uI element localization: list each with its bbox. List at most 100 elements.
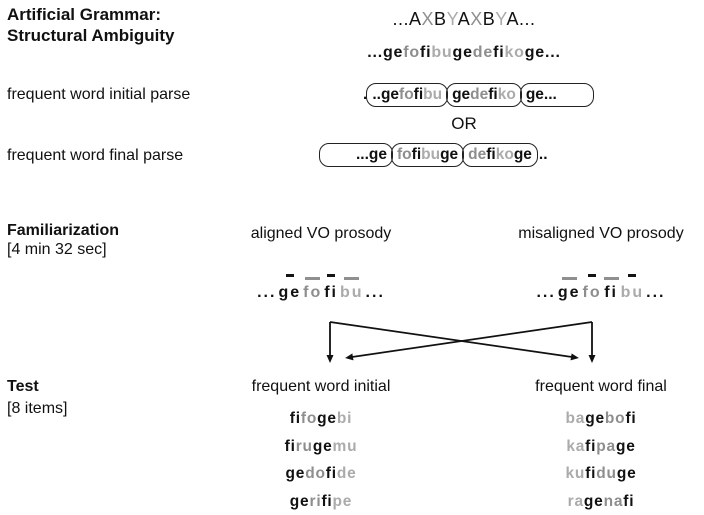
syllable: ...	[365, 284, 385, 301]
test-item: bagebofi	[476, 405, 704, 433]
prosody-unit: ...	[646, 274, 665, 302]
prosody-mark-slot	[583, 274, 602, 280]
prosody-unit: ...	[257, 274, 276, 302]
prosody-mark-slot	[366, 274, 385, 280]
syllable: ge	[616, 465, 637, 483]
syllable: do	[305, 465, 326, 483]
syllable: ...	[356, 146, 369, 163]
surface-syllable-sequence: ...gefofibugedefikoge...	[306, 44, 622, 62]
syllable: de	[468, 146, 487, 163]
prosody-unit: bu	[621, 274, 645, 302]
prosody-unit: ge	[278, 274, 301, 302]
syllable: A	[457, 9, 471, 29]
syllable: bu	[340, 284, 364, 301]
syllable: ri	[309, 492, 322, 510]
syllable: B	[434, 9, 447, 29]
syllable: du	[596, 465, 617, 483]
familiarization-duration: [4 min 32 sec]	[7, 241, 107, 258]
prosody-unit: fi	[324, 274, 338, 302]
test-item: gedofide	[196, 460, 446, 488]
syllable: fo	[303, 284, 323, 301]
long-gray-pitch-dash-icon	[561, 277, 577, 280]
syllable: ge	[525, 86, 544, 103]
test-item: gerifipe	[196, 488, 446, 515]
syllable: ..	[372, 86, 381, 103]
syllable: ge	[278, 284, 302, 301]
syllable: ge	[557, 284, 581, 301]
prosody-mark-slot	[340, 274, 364, 280]
syllable: pa	[596, 437, 616, 455]
familiarization-title: Familiarization	[7, 222, 120, 239]
syllable: A	[409, 9, 422, 29]
word-box: ...ge	[319, 143, 394, 167]
short-black-pitch-dash-icon	[327, 274, 336, 277]
syllable: ge	[285, 465, 306, 483]
short-black-pitch-dash-icon	[588, 274, 597, 277]
syllable: fi	[284, 437, 296, 455]
misaligned-prosody-column: misaligned VO prosody	[476, 224, 704, 243]
prosody-mark-slot	[278, 274, 301, 280]
syllable: fi	[486, 146, 496, 163]
prosody-mark-slot	[558, 274, 581, 280]
prosody-mark-slot	[324, 274, 338, 280]
syllable: ge	[524, 44, 545, 61]
prosody-mark-slot	[603, 274, 619, 280]
short-black-pitch-dash-icon	[628, 274, 637, 277]
test-item-count: [8 items]	[7, 400, 68, 417]
trailing-dots: ..	[538, 146, 548, 163]
syllable: X	[470, 9, 483, 29]
syllable: fi	[289, 410, 301, 427]
syllable: ge	[585, 410, 605, 427]
syllable: fi	[625, 410, 637, 427]
prosody-unit: fi	[603, 274, 619, 302]
test-initial-header: frequent word initial	[251, 378, 391, 395]
word-box: ge...	[519, 83, 594, 107]
syllable: ge	[289, 492, 310, 510]
syllable: bi	[336, 410, 353, 427]
syllable: ge	[317, 410, 337, 427]
grammar-title-line2: Structural Ambiguity	[7, 26, 175, 45]
syllable: de	[472, 44, 494, 61]
long-gray-pitch-dash-icon	[344, 277, 360, 280]
syllable: ge	[312, 437, 333, 455]
test-item: kufiduge	[476, 460, 704, 488]
syllable: fi	[623, 492, 635, 510]
syllable: bu	[431, 44, 453, 61]
long-gray-pitch-dash-icon	[305, 277, 321, 280]
syllable: Y	[495, 9, 507, 29]
syllable: Y	[446, 9, 458, 29]
syllable: fi	[413, 86, 424, 103]
test-final-header: frequent word final	[535, 378, 667, 395]
syllable: ka	[566, 437, 586, 455]
test-title: Test	[7, 378, 39, 395]
syllable: fi	[324, 284, 338, 301]
syllable: B	[482, 9, 496, 29]
short-black-pitch-dash-icon	[285, 274, 294, 277]
aligned-prosody-header: aligned VO prosody	[250, 225, 392, 242]
syllable: fi	[325, 465, 337, 483]
syllable: bu	[421, 146, 441, 163]
syllable: ...	[257, 284, 277, 301]
syllable: de	[336, 465, 357, 483]
syllable: ko	[504, 44, 525, 61]
syllable: ko	[497, 86, 516, 103]
syllable: ge	[452, 86, 471, 103]
syllable: mu	[332, 437, 358, 455]
syllable: ba	[565, 410, 586, 427]
syllable: X	[421, 9, 435, 29]
syllable: ra	[567, 492, 584, 510]
initial-parse-label: frequent word initial parse	[7, 86, 191, 103]
syllable: ge	[615, 437, 636, 455]
leading-dot: .	[363, 86, 368, 103]
test-initial-items: fifogebi firugemu gedofide gerifipe	[196, 405, 446, 515]
syllable: fi	[321, 492, 333, 510]
prosody-mark-slot	[303, 274, 322, 280]
